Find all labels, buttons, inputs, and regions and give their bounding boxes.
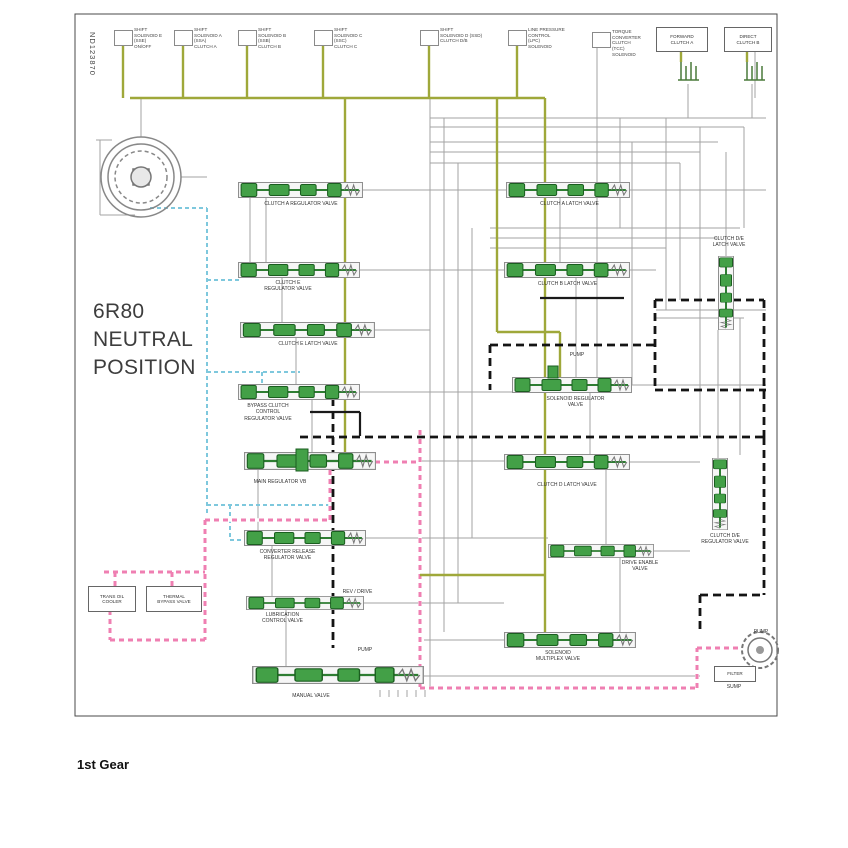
valve-spools [238, 182, 734, 684]
clutch-a-latch-valve-label: CLUTCH A LATCH VALVE [540, 201, 599, 207]
tcc-solenoid-label: TORQUE CONVERTER CLUTCH (TCC) SOLENOID [612, 29, 641, 57]
passive-circuit-lines [96, 46, 766, 697]
solenoid-e-icon [114, 30, 133, 46]
line-pressure-dashed [300, 298, 766, 648]
lpc-solenoid-label: LINE PRESSURE CONTROL (LPC) SOLENOID [528, 27, 565, 50]
clutch-a-regulator-valve-label: CLUTCH A REGULATOR VALVE [264, 201, 338, 207]
solenoid-d-icon [420, 30, 439, 46]
manual-valve-label: MANUAL VALVE [292, 693, 330, 699]
tcc-solenoid-icon [592, 32, 611, 48]
rev-drive-tag: REV / DRIVE [342, 589, 373, 595]
solenoid-c-label: SHIFT SOLENOID C (SSC) CLUTCH C [334, 27, 363, 50]
converter-release-regulator-valve-label: CONVERTER RELEASE REGULATOR VALVE [259, 549, 316, 562]
bypass-clutch-control-regulator-valve-label: BYPASS CLUTCH CONTROL REGULATOR VALVE [244, 403, 292, 422]
solenoid-e-label: SHIFT SOLENOID E (SSE) ON/OFF [134, 27, 163, 50]
forward-clutch-symbol [678, 62, 699, 81]
diagram-border [74, 13, 778, 717]
thermal-bypass-valve-box: THERMAL BYPASS VALVE [146, 586, 202, 612]
pump-gear [741, 631, 779, 669]
pump-tag-mid: PUMP [569, 352, 585, 358]
forward-clutch-a-label: FORWARD CLUTCH A [656, 27, 708, 52]
solenoid-c-icon [314, 30, 333, 46]
lubrication-control-valve-label: LUBRICATION CONTROL VALVE [261, 612, 304, 625]
solenoid-a-icon [174, 30, 193, 46]
pump-label: PUMP [753, 629, 769, 635]
solenoid-multiplex-valve-label: SOLENOID MULTIPLEX VALVE [535, 650, 581, 663]
diagram-title: 6R80 NEUTRAL POSITION [93, 300, 196, 379]
document-number: ND123870 [88, 32, 97, 76]
pump-tag-low: PUMP [357, 647, 373, 653]
direct-clutch-symbol [744, 62, 765, 81]
main-regulator-label: MAIN REGULATOR VB [253, 479, 307, 485]
clutch-de-latch-valve-label: CLUTCH D/E LATCH VALVE [712, 236, 746, 249]
gear-caption: 1st Gear [77, 757, 130, 772]
solenoid-b-icon [238, 30, 257, 46]
solenoid-regulator-valve-label: SOLENOID REGULATOR VALVE [546, 396, 605, 409]
solenoid-feed-lines [121, 44, 749, 642]
torque-converter [100, 136, 182, 218]
solenoid-b-label: SHIFT SOLENOID B (SSB) CLUTCH B [258, 27, 287, 50]
lpc-solenoid-icon [508, 30, 527, 46]
trans-oil-cooler-box: TRANS OIL COOLER [88, 586, 136, 612]
direct-clutch-b-label: DIRECT CLUTCH B [724, 27, 772, 52]
clutch-e-latch-valve-label: CLUTCH E LATCH VALVE [278, 341, 338, 347]
compensator-circuit-lines [150, 207, 334, 541]
filter-box: FILTER [714, 666, 756, 682]
drive-enable-valve-label: DRIVE ENABLE VALVE [621, 560, 659, 573]
suction-circuit-lines [104, 430, 742, 690]
clutch-de-regulator-valve-label: CLUTCH D/E REGULATOR VALVE [701, 533, 749, 546]
clutch-d-latch-valve-label: CLUTCH D LATCH VALVE [537, 482, 597, 488]
clutch-e-regulator-valve-label: CLUTCH E REGULATOR VALVE [264, 280, 312, 293]
line-pressure-solid [310, 296, 624, 436]
solenoid-a-label: SHIFT SOLENOID A (SSA) CLUTCH A [194, 27, 222, 50]
solenoid-d-label: SHIFT SOLENOID D (SSD) CLUTCH D/B [440, 27, 483, 44]
sump-label: SUMP [726, 684, 742, 690]
clutch-b-latch-valve-label: CLUTCH B LATCH VALVE [537, 281, 598, 287]
